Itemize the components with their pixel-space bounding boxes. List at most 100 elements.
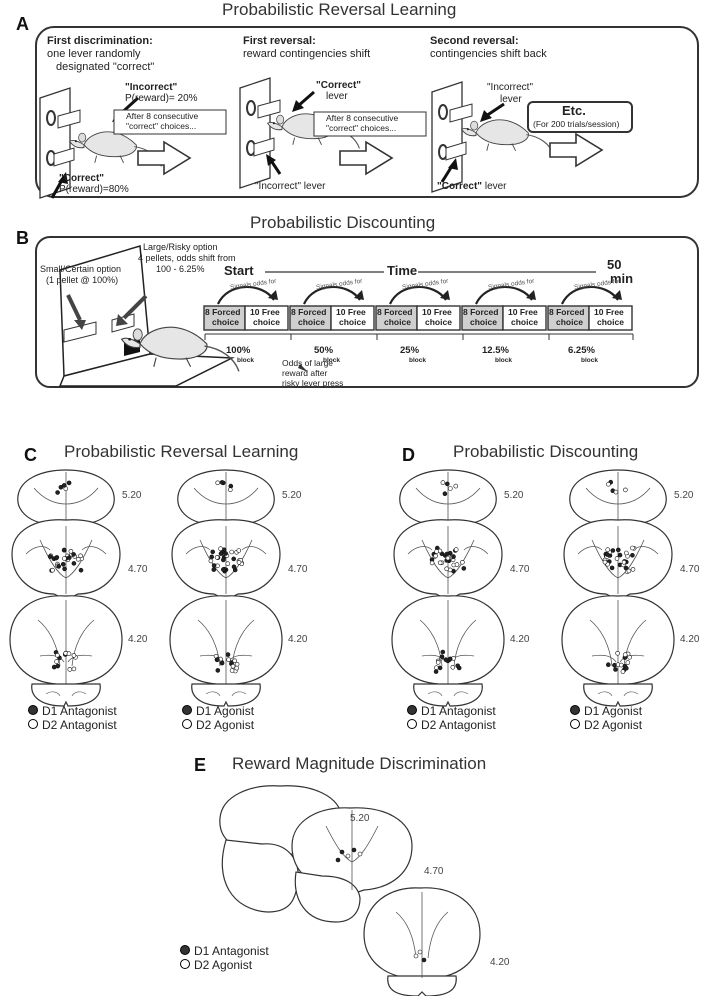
open-dot-icon	[28, 718, 38, 729]
free-choice-box	[502, 305, 547, 331]
placement-dot-open	[78, 553, 83, 559]
open-dot-icon	[180, 958, 190, 969]
e-bulb	[387, 975, 457, 996]
forced-choice-box	[375, 305, 418, 331]
block-percent: 12.5%	[482, 345, 509, 356]
a-stage2-correct: "Correct"	[316, 80, 362, 91]
block-bracket-ticks	[204, 334, 634, 340]
placement-dot-open	[437, 560, 443, 566]
legend-d-right-open: D2 Agonist	[584, 717, 643, 732]
placement-dot-open	[613, 489, 619, 495]
free-choice-label-1: 10 Free	[594, 307, 624, 317]
a-arrow2-text-2: "correct" choices...	[326, 123, 397, 133]
forced-choice-label-1: 8 Forced	[205, 307, 241, 317]
placement-dot-open	[630, 567, 636, 572]
section-420-lines	[37, 600, 95, 684]
placement-dot-open	[71, 666, 77, 672]
section-bulb	[413, 683, 483, 707]
a-stage1-incorrect: "Incorrect"	[125, 82, 178, 93]
a-stage1-sub2: designated "correct"	[56, 61, 155, 73]
block-word: block	[581, 357, 598, 364]
legend-c-left: D1 Antagonist D2 Antagonist	[28, 704, 117, 733]
placement-dot-open	[236, 560, 242, 565]
filled-dot-icon	[407, 705, 417, 715]
placement-dot-open	[66, 651, 72, 656]
placement-dot-filled	[613, 667, 618, 672]
panel-d-title: Probabilistic Discounting	[453, 442, 639, 461]
placement-dot-open	[236, 548, 242, 553]
section-bulb	[31, 683, 101, 707]
open-dot-icon	[407, 718, 417, 729]
section-level-4-70: 4.70	[680, 564, 700, 575]
section-bulb	[191, 683, 261, 707]
placement-dot-filled	[220, 567, 226, 572]
section-level-5-20: 5.20	[122, 490, 142, 501]
placement-dot-filled	[605, 662, 611, 667]
a-stage1-head: First discrimination:	[47, 35, 153, 47]
block-1	[203, 285, 289, 331]
signal-arrow	[216, 285, 275, 305]
signal-arrowhead	[440, 290, 450, 300]
placement-dot-filled	[433, 669, 439, 674]
brain-stack-c-right	[169, 469, 283, 707]
placement-dot-filled	[210, 549, 216, 555]
filled-dot-icon	[182, 705, 192, 715]
legend-e-filled-row: D1 Antagonist	[180, 944, 269, 959]
placement-dot-open	[453, 547, 459, 552]
free-choice-label-1: 10 Free	[250, 307, 280, 317]
placement-dot-open	[434, 665, 439, 670]
filled-dot-icon	[180, 945, 190, 955]
placement-dot-filled	[339, 849, 345, 855]
a-stage3-incorrect-lever: lever	[500, 94, 522, 105]
section-420-lines	[197, 600, 255, 684]
placement-dot-open	[215, 480, 221, 486]
section-420-lines	[589, 600, 647, 684]
b-large-option-3: 100 - 6.25%	[156, 264, 205, 274]
legend-d-right: D1 Agonist D2 Agonist	[570, 704, 643, 733]
a-stage2-correct-lever: lever	[326, 91, 348, 102]
filled-dot-icon	[570, 705, 580, 715]
signal-arrow	[560, 285, 619, 305]
section-level-4-20: 4.20	[128, 634, 148, 645]
placement-dot-open	[624, 550, 629, 556]
placement-dot-filled	[615, 547, 621, 553]
free-choice-label-2: choice	[511, 317, 538, 327]
placement-dot-filled	[78, 567, 84, 573]
section-level-4-70: 4.70	[510, 564, 530, 575]
free-choice-box	[416, 305, 461, 331]
block-2	[289, 285, 375, 331]
placement-dot-open	[620, 669, 626, 674]
placement-dot-filled	[455, 663, 460, 669]
placement-dot-filled	[612, 662, 617, 668]
placement-dot-filled	[60, 562, 66, 567]
placement-dot-open	[68, 549, 74, 554]
placement-dot-open	[225, 561, 231, 566]
e-hemisphere	[221, 839, 299, 913]
a-etc-sub: (For 200 trials/session)	[533, 119, 620, 129]
free-choice-label-1: 10 Free	[336, 307, 366, 317]
placement-dot-filled	[219, 480, 225, 485]
brain-stack-d-left	[391, 469, 505, 707]
placement-dot-open	[230, 663, 236, 669]
a-stage2-incorrect: "Incorrect" lever	[255, 181, 326, 192]
placement-dot-open	[429, 560, 435, 566]
a-stage1-correct: "Correct"	[59, 173, 105, 184]
forced-choice-label-1: 8 Forced	[463, 307, 499, 317]
placement-dot-open	[434, 549, 439, 554]
block-percent: 25%	[400, 345, 420, 356]
placement-dot-open	[450, 665, 456, 670]
block-4	[461, 285, 547, 331]
section-level-4-70: 4.70	[128, 564, 148, 575]
section-level-4-70: 4.70	[288, 564, 308, 575]
placement-dot-filled	[209, 554, 215, 560]
placement-dot-filled	[447, 656, 453, 662]
section-bulb-lines	[205, 691, 247, 697]
block-word: block	[495, 357, 512, 364]
legend-d-left: D1 Antagonist D2 Antagonist	[407, 704, 496, 733]
legend-d-left-filled-row: D1 Antagonist	[407, 704, 496, 719]
placement-dot-filled	[54, 555, 60, 560]
forced-choice-label-2: choice	[298, 317, 325, 327]
placement-dot-filled	[211, 563, 217, 568]
panel-c-letter: C	[24, 445, 37, 465]
